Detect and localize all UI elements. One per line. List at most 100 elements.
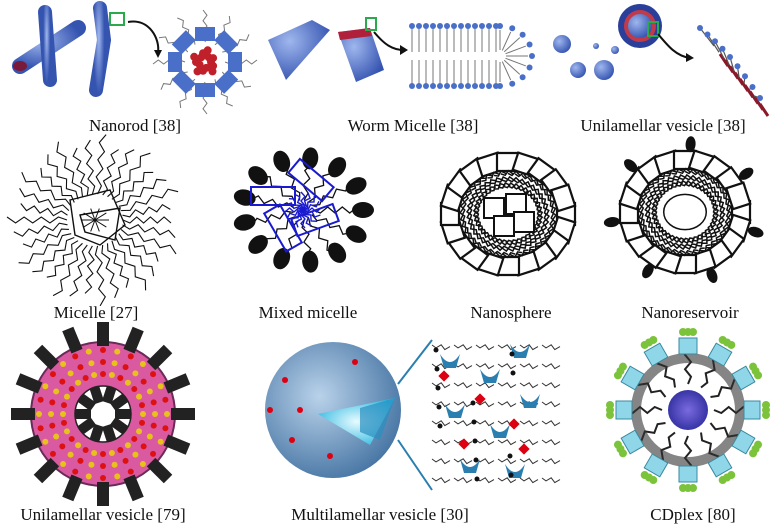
lipid-chain: [704, 224, 713, 236]
drug-diamond: [474, 393, 486, 405]
lipid-chain: [665, 169, 678, 177]
surfactant-head: [345, 225, 367, 243]
small-dot: [510, 370, 516, 376]
brush-tuft: [146, 344, 173, 371]
inner-tuft: [109, 417, 129, 435]
brush-tuft: [171, 408, 195, 420]
bead: [37, 396, 44, 403]
lipid-chain: [525, 237, 536, 247]
polymer-chain: [6, 216, 68, 224]
lipid-chain: [472, 210, 480, 223]
brush-tuft: [96, 481, 110, 507]
lipid-chain: [453, 420, 473, 427]
lipid-head: [497, 23, 503, 29]
lipid-chain: [710, 178, 720, 189]
cyclodextrin-cup: [480, 369, 500, 383]
lipid-chain: [534, 217, 541, 231]
cyclodextrin-cup: [707, 453, 733, 478]
bead: [162, 425, 169, 432]
lipid-chain: [475, 401, 495, 408]
lipid-chain: [720, 223, 728, 236]
lipid-chain: [712, 207, 720, 221]
lipid-chain: [716, 229, 725, 241]
lipid-chain: [493, 182, 506, 190]
bead: [85, 348, 92, 355]
bead: [67, 451, 74, 458]
lipid-chain: [698, 186, 710, 195]
lipid-chain: [495, 239, 509, 246]
cyclodextrin-block: [171, 69, 196, 94]
lipid-chain: [453, 458, 473, 465]
lipid-chain: [496, 175, 509, 183]
bead: [157, 438, 164, 445]
small-dot: [470, 400, 476, 406]
lipid-chain: [475, 420, 495, 427]
lipid-chain: [653, 217, 662, 229]
caption-nanorod: Nanorod [38]: [88, 116, 182, 135]
brush-tuft: [10, 407, 36, 421]
polymer-chain: [84, 245, 95, 294]
polymer-chain: [72, 147, 89, 196]
polymer-chain: [101, 244, 119, 299]
lipid-chain: [702, 188, 713, 199]
lipid-chain: [541, 401, 561, 408]
bead: [67, 370, 74, 377]
head-group: [624, 159, 638, 173]
caption-micelle: Micelle [27]: [53, 303, 139, 322]
green-bead: [718, 476, 727, 485]
lipid-chain: [660, 186, 670, 197]
lipid-head: [479, 23, 485, 29]
cyclodextrin-block: [214, 69, 239, 94]
drug-diamond: [508, 418, 520, 430]
lipid-chain: [497, 382, 517, 389]
cyclodextrin-cone: [79, 207, 121, 241]
connector-lines-icon: [397, 339, 433, 491]
bead: [49, 450, 56, 457]
lipid-head: [526, 64, 533, 71]
lipid-chain: [453, 344, 473, 351]
small-dot: [437, 423, 443, 429]
bead: [124, 379, 131, 386]
core-block: [513, 211, 535, 233]
lipid-chain: [699, 244, 711, 252]
lipid-chain: [475, 197, 482, 211]
lipid-chain: [500, 239, 514, 247]
bead: [139, 360, 146, 367]
small-dot: [474, 476, 480, 482]
surfactant-head: [233, 214, 256, 231]
blue-chain: [302, 209, 321, 218]
bead: [77, 457, 84, 464]
polymer-chain: [115, 171, 154, 204]
surfactant-head: [273, 247, 291, 270]
inner-tuft: [101, 385, 117, 405]
lipid-chain: [692, 247, 705, 255]
lipid-chain: [675, 179, 689, 187]
cyclodextrin-block: [194, 26, 216, 42]
lipid-chain: [655, 222, 665, 233]
green-bead: [618, 362, 627, 371]
green-bead: [606, 401, 614, 409]
bead: [88, 360, 95, 367]
lipid-chain: [431, 344, 451, 351]
lipid-chain: [541, 382, 561, 389]
bead: [132, 370, 139, 377]
worm-bilayer: [409, 23, 535, 89]
lipid-head: [712, 38, 718, 45]
drug-dot: [289, 437, 295, 443]
polymer-chain: [56, 141, 84, 197]
polymer-chain: [122, 203, 171, 218]
lipid-chain: [548, 219, 555, 233]
core-chain: [94, 212, 107, 221]
bead: [42, 383, 49, 390]
bead: [61, 419, 68, 426]
cyclodextrin-block: [214, 30, 239, 55]
drug-dots: [267, 359, 358, 459]
lipid-chain: [461, 220, 469, 233]
inner-tuft: [89, 423, 105, 443]
cdplex-illustration: [606, 328, 770, 492]
lipid-chain: [711, 235, 721, 246]
lipid-chain: [639, 218, 647, 231]
lipid-chain: [654, 182, 664, 193]
surfactant-head: [328, 242, 347, 263]
bead: [100, 359, 106, 365]
